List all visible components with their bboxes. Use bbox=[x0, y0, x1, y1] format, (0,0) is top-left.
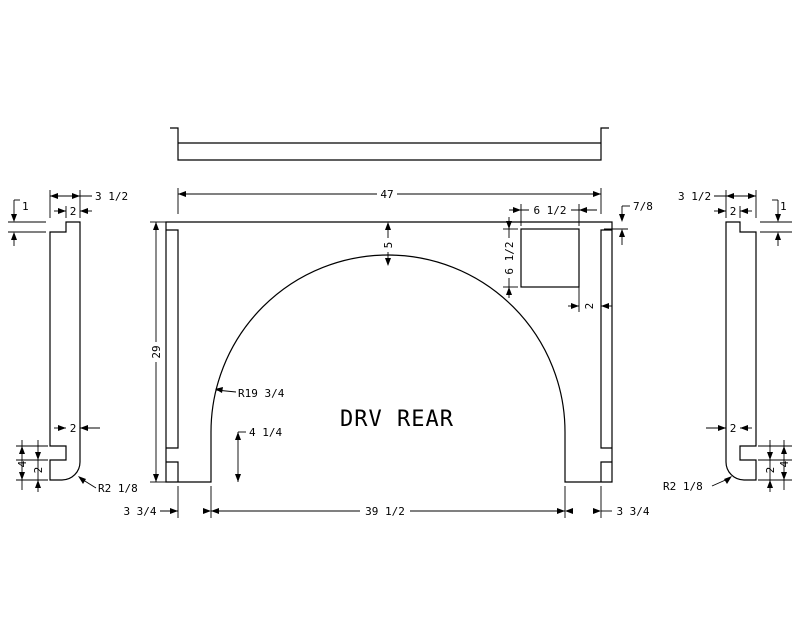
dim-overall-width-label: 47 bbox=[380, 188, 393, 201]
left-mid-width-label: 2 bbox=[70, 422, 77, 435]
drawing-title: DRV REAR bbox=[340, 407, 454, 432]
right-mid-width-label: 2 bbox=[730, 422, 737, 435]
dim-window-width: 6 1/2 bbox=[509, 204, 597, 226]
dim-arch-top: 5 bbox=[382, 222, 395, 266]
left-bottom-notch-label: 2 bbox=[32, 467, 45, 474]
right-side-piece: 3 1/2 2 1 2 2 4 bbox=[663, 190, 792, 493]
dim-bottom-row: 3 3/4 39 1/2 3 3/4 bbox=[123, 486, 650, 518]
right-radius-label: R2 1/8 bbox=[663, 480, 703, 493]
main-panel bbox=[165, 221, 613, 483]
dim-window-height-label: 6 1/2 bbox=[503, 241, 516, 274]
dim-arch-radius: R19 3/4 bbox=[215, 387, 285, 400]
dim-height-label: 29 bbox=[150, 345, 163, 358]
dim-leg-height-label: 4 1/4 bbox=[249, 426, 282, 439]
dim-left-leg-label: 3 3/4 bbox=[123, 505, 156, 518]
dim-height: 29 bbox=[150, 221, 166, 483]
left-side-piece: 3 1/2 2 1 2 4 2 bbox=[8, 190, 138, 495]
left-notch-depth-label: 1 bbox=[22, 200, 29, 213]
dim-leg-height: 4 1/4 bbox=[235, 426, 282, 482]
dim-window-height: 6 1/2 bbox=[503, 217, 518, 298]
dim-window-bottom-label: 2 bbox=[583, 303, 596, 310]
right-width-label: 3 1/2 bbox=[678, 190, 711, 203]
right-bottom-notch-label: 2 bbox=[764, 467, 777, 474]
dim-overall-width: 47 bbox=[177, 188, 602, 214]
top-rail-view bbox=[170, 127, 609, 161]
right-notch-depth-label: 1 bbox=[780, 200, 787, 213]
left-notch-width-label: 2 bbox=[70, 205, 77, 218]
right-notch-width-label: 2 bbox=[730, 205, 737, 218]
left-radius-label: R2 1/8 bbox=[98, 482, 138, 495]
window-cutout bbox=[520, 228, 580, 288]
dim-arch-radius-label: R19 3/4 bbox=[238, 387, 285, 400]
dim-window-bottom: 2 bbox=[568, 287, 612, 312]
left-bottom-height-label: 4 bbox=[16, 460, 29, 467]
dim-arch-top-label: 5 bbox=[382, 242, 395, 249]
dim-window-width-label: 6 1/2 bbox=[533, 204, 566, 217]
dim-opening-label: 39 1/2 bbox=[365, 505, 405, 518]
right-bottom-height-label: 4 bbox=[778, 460, 791, 467]
dim-right-leg-label: 3 3/4 bbox=[616, 505, 649, 518]
left-width-label: 3 1/2 bbox=[95, 190, 128, 203]
dim-window-offset: 7/8 bbox=[604, 200, 653, 245]
dim-window-offset-label: 7/8 bbox=[633, 200, 653, 213]
